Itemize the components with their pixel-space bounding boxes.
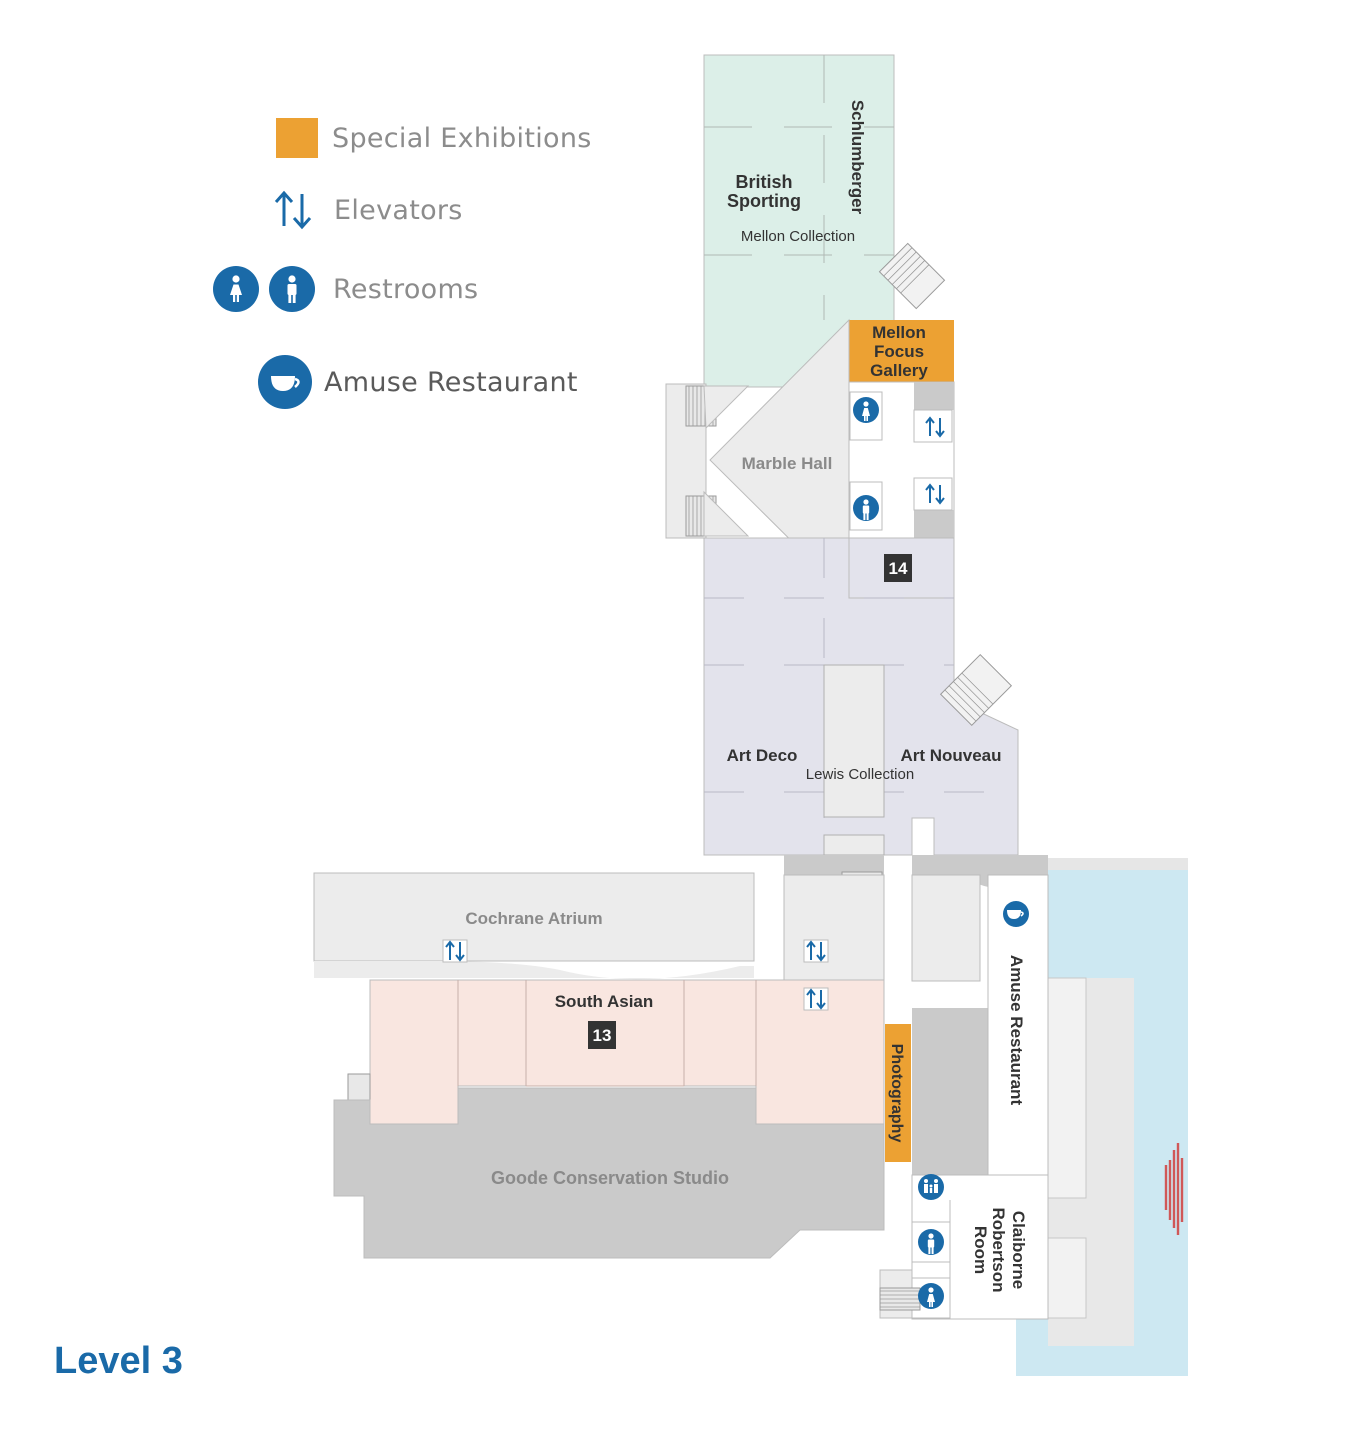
level-title: Level 3 <box>54 1340 183 1382</box>
gallery-13-badge: 13 <box>588 1021 616 1049</box>
claiborne-robertson-label: Robertson <box>989 1208 1008 1293</box>
schlumberger-label: Schlumberger <box>848 100 867 215</box>
photography-gallery[interactable] <box>885 1024 911 1162</box>
lewis-collection-area <box>703 537 1019 856</box>
mellon-focus-label: Mellon <box>872 323 926 342</box>
mens-restroom-icon[interactable] <box>918 1229 944 1255</box>
gallery-14-badge: 14 <box>884 554 912 582</box>
elevators-icon <box>274 190 312 230</box>
restaurant-cup-icon[interactable] <box>1003 901 1029 927</box>
legend-restrooms-label: Restrooms <box>333 273 479 305</box>
elevator-icon[interactable] <box>442 939 468 963</box>
british-sporting-label: Sporting <box>727 191 801 211</box>
marble-hall-label: Marble Hall <box>742 454 833 473</box>
south-asian-label: South Asian <box>555 992 654 1011</box>
legend-special-exhibitions-label: Special Exhibitions <box>332 122 592 154</box>
elevator-icon[interactable] <box>923 481 947 507</box>
goode-conservation-studio <box>333 1087 885 1259</box>
legend-elevators-label: Elevators <box>334 194 463 226</box>
mens-restroom-icon <box>269 266 315 312</box>
womens-restroom-icon <box>213 266 259 312</box>
family-restroom-icon[interactable] <box>918 1174 944 1200</box>
svg-text:14: 14 <box>889 559 908 578</box>
stairs <box>939 653 1013 727</box>
photography-label: Photography <box>888 1044 905 1143</box>
amuse-restaurant-label: Amuse Restaurant <box>1007 955 1026 1106</box>
mens-restroom-icon[interactable] <box>853 495 879 521</box>
legend-restaurant: Amuse Restaurant <box>258 355 578 409</box>
sculpture-shuttlecock <box>1164 1143 1184 1235</box>
lewis-collection-label: Lewis Collection <box>806 766 914 783</box>
womens-restroom-icon[interactable] <box>918 1283 944 1309</box>
restaurant-cup-icon <box>258 355 312 409</box>
stairs <box>878 242 946 310</box>
mellon-collection-label: Mellon Collection <box>741 228 855 245</box>
claiborne-robertson-label: Room <box>971 1226 990 1274</box>
svg-text:13: 13 <box>593 1026 612 1045</box>
legend-elevators: Elevators <box>272 190 463 230</box>
british-sporting-label: British <box>735 172 792 192</box>
goode-conservation-label: Goode Conservation Studio <box>491 1168 729 1188</box>
art-deco-label: Art Deco <box>727 746 798 765</box>
art-nouveau-label: Art Nouveau <box>900 746 1001 765</box>
mellon-focus-label: Gallery <box>870 361 928 380</box>
elevator-icon[interactable] <box>803 987 829 1011</box>
elevator-icon[interactable] <box>923 413 947 439</box>
legend-restaurant-label: Amuse Restaurant <box>324 366 578 398</box>
special-exhibitions-swatch <box>276 118 318 158</box>
claiborne-robertson-label: Claiborne <box>1009 1211 1028 1289</box>
marble-hall-area <box>665 318 955 600</box>
legend-restrooms: Restrooms <box>213 266 478 312</box>
mellon-focus-gallery[interactable] <box>849 320 954 382</box>
elevator-icon[interactable] <box>803 939 829 963</box>
legend-special-exhibitions: Special Exhibitions <box>276 118 592 158</box>
womens-restroom-icon[interactable] <box>853 397 879 423</box>
mellon-focus-label: Focus <box>874 342 924 361</box>
cochrane-atrium-label: Cochrane Atrium <box>465 909 602 928</box>
cochrane-atrium-area <box>313 872 755 980</box>
